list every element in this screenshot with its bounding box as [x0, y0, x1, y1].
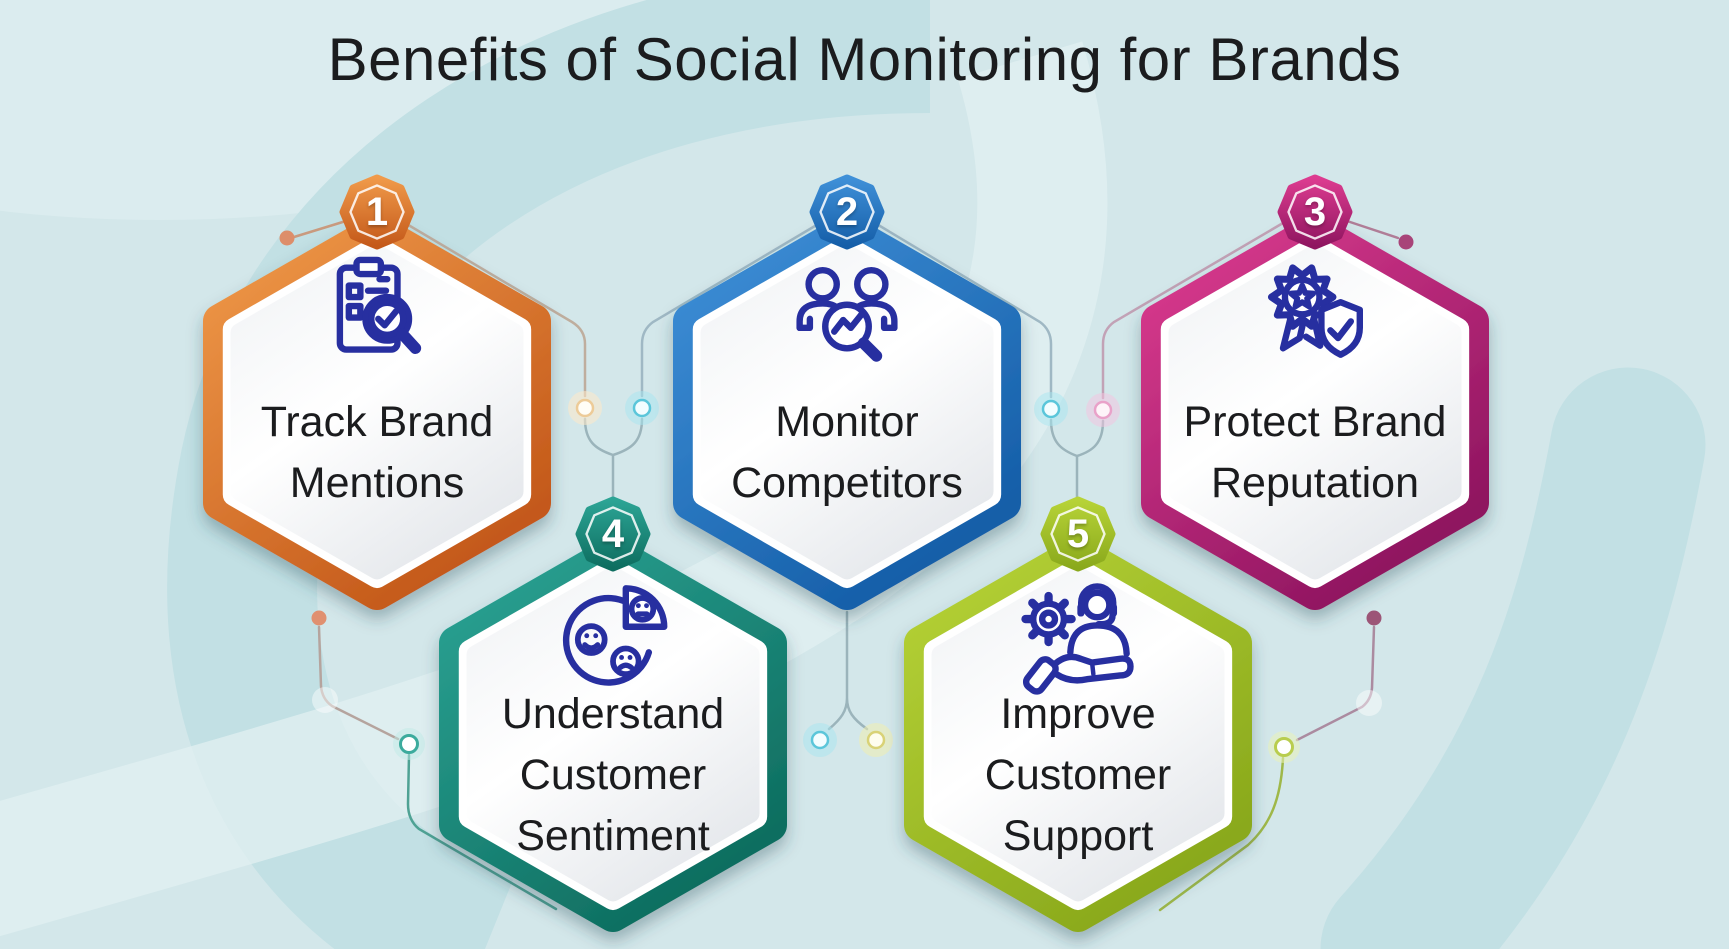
- benefit-card-2: 2 Monitor Competitors: [637, 152, 1057, 672]
- benefit-card-3: 3 Protect Brand Reputation: [1105, 152, 1525, 672]
- hexagon-frame: [1141, 174, 1489, 610]
- benefit-label: Track Brand Mentions: [260, 398, 494, 507]
- benefit-label: Improve Customer Support: [984, 690, 1172, 860]
- background-swirl-right: [1320, 367, 1706, 949]
- page-title: Benefits of Social Monitoring for Brands: [327, 26, 1402, 93]
- step-badge: [339, 174, 415, 250]
- hexagon-frame: [203, 174, 551, 610]
- award-shield-icon: [1251, 251, 1379, 379]
- connector-dot: [279, 230, 1414, 626]
- step-badge: [809, 174, 885, 250]
- clipboard-search-icon: [313, 251, 441, 379]
- benefit-label: Understand Customer Sentiment: [501, 690, 725, 860]
- step-number: 3: [1303, 190, 1327, 234]
- hexagon-frame: [904, 496, 1252, 932]
- connector-glow-dot: [393, 391, 1300, 763]
- background-swirl-light: [0, 41, 1108, 937]
- step-badge: [575, 496, 651, 572]
- sentiment-pie-icon: [549, 573, 677, 701]
- step-number: 5: [1066, 512, 1090, 556]
- step-badge: [1040, 496, 1116, 572]
- benefit-card-4: 4 Understand Customer Sentiment: [403, 474, 823, 949]
- step-number: 4: [601, 512, 625, 556]
- benefit-label: Monitor Competitors: [731, 398, 963, 507]
- benefit-card-1: 1 Track Brand Mentions: [167, 152, 587, 672]
- step-number: 2: [835, 190, 859, 234]
- step-number: 1: [365, 190, 389, 234]
- people-search-icon: [783, 251, 911, 379]
- customer-support-icon: [1014, 573, 1142, 701]
- step-badge: [1277, 174, 1353, 250]
- benefit-label: Protect Brand Reputation: [1183, 398, 1447, 507]
- hexagon-frame: [673, 174, 1021, 610]
- hexagon-frame: [439, 496, 787, 932]
- benefit-card-5: 5 Improve C: [868, 474, 1288, 949]
